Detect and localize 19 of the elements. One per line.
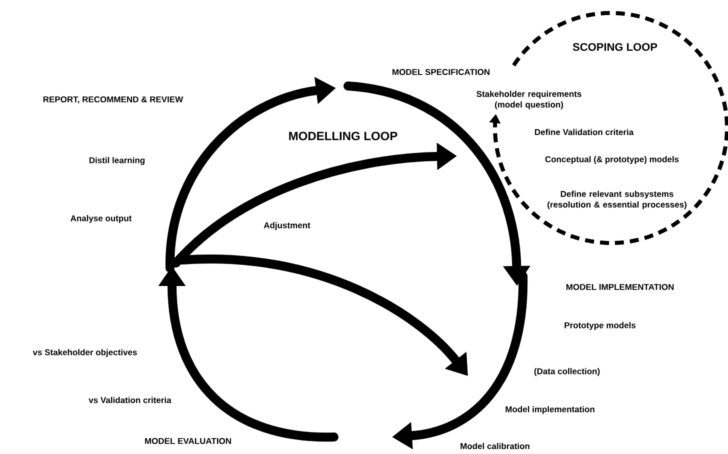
phase-heading: MODEL EVALUATION: [145, 438, 231, 444]
step-text: (Data collection): [534, 368, 600, 376]
loop-title: SCOPING LOOP: [572, 43, 658, 51]
loop-title: MODELLING LOOP: [289, 132, 398, 140]
step-text: Define relevant subsystems (resolution & essential processes): [548, 190, 686, 210]
phase-heading: MODEL SPECIFICATION: [392, 69, 490, 75]
phase-heading: MODEL IMPLEMENTATION: [566, 284, 674, 290]
step-text: vs Validation criteria: [88, 396, 172, 404]
step-text: Model implementation: [506, 406, 594, 414]
step-text: Distil learning: [89, 157, 145, 165]
phase-heading: REPORT, RECOMMEND & REVIEW: [43, 96, 184, 104]
step-text: Conceptual (& prototype) models: [545, 156, 679, 164]
step-text: vs Stakeholder objectives: [32, 349, 137, 357]
step-text: Define Validation criteria: [534, 128, 634, 136]
step-text: Stakeholder requirements (model question): [476, 90, 582, 110]
adjustment-text: Adjustment: [264, 222, 310, 230]
step-text: Model calibration: [460, 442, 530, 450]
step-text: Analyse output: [70, 215, 132, 223]
step-text: Prototype models: [564, 322, 636, 330]
